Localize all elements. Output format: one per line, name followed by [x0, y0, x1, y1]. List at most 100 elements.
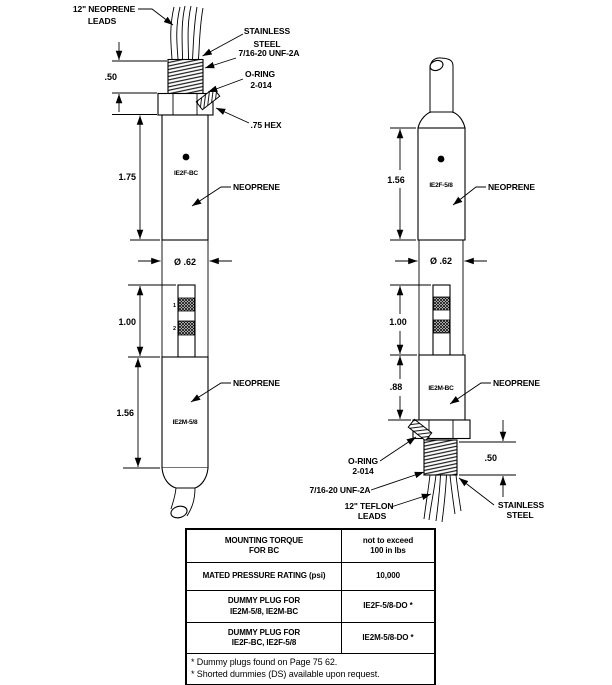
spec-label-line: MOUNTING TORQUE	[224, 535, 304, 545]
right-callout-thread-spec: 7/16-20 UNF-2A	[310, 471, 425, 495]
left-contact-pin: 1 2	[173, 284, 196, 358]
footnote-line: * Dummy plugs found on Page 75 62.	[191, 657, 338, 668]
left-lower-body	[161, 356, 209, 469]
table-row-mounting-torque: MOUNTING TORQUE FOR BC not to exceed 100…	[185, 528, 436, 563]
left-callout-thread-spec: 7/16-20 UNF-2A	[204, 48, 300, 69]
spec-value: IE2M-5/8-DO *	[341, 622, 436, 654]
left-leads-wires	[170, 5, 204, 60]
right-upper-body-dot	[437, 155, 445, 163]
spec-label-line: IE2F-BC, IE2F-5/8	[231, 638, 297, 647]
spec-table: MOUNTING TORQUE FOR BC not to exceed 100…	[185, 528, 436, 685]
spec-label-line: DUMMY PLUG FOR	[227, 596, 301, 606]
left-dim-diameter: Ø .62	[138, 257, 232, 267]
right-leads-wires	[423, 474, 462, 523]
left-callout-oring-line1: O-RING	[245, 69, 276, 79]
left-callout-oring-line2: 2-014	[250, 80, 272, 90]
right-contact-pin	[432, 284, 451, 356]
right-upper-part-label: IE2F-5/8	[429, 182, 453, 189]
right-top-cable	[417, 57, 466, 129]
spec-table-wrap: MOUNTING TORQUE FOR BC not to exceed 100…	[185, 528, 436, 685]
right-dim-upper-body: 1.56	[387, 127, 416, 241]
left-dim-upper-body: 1.75	[112, 114, 160, 241]
left-callout-hex: .75 HEX	[215, 107, 282, 130]
right-dim-thread-text: .50	[484, 453, 497, 463]
spec-footnotes: * Dummy plugs found on Page 75 62. * Sho…	[185, 653, 436, 685]
right-callout-neo-upper-text: NEOPRENE	[488, 182, 535, 192]
right-connector-figure: IE2F-5/8 IE2M-BC	[310, 57, 545, 523]
spec-value-line: 100 in lbs	[370, 546, 406, 555]
spec-label: MATED PRESSURE RATING (psi)	[185, 562, 342, 591]
left-thread-section	[167, 58, 204, 95]
left-connector-figure: IE2F-BC 1 2 IE2M-5/8 .50	[73, 4, 300, 519]
spec-value-line: 10,000	[376, 571, 400, 581]
left-dim-lower-text: 1.56	[116, 408, 134, 418]
footnote-line: * Shorted dummies (DS) available upon re…	[191, 669, 380, 679]
spec-value: not to exceed 100 in lbs	[341, 528, 436, 563]
right-callout-leads: 12" TEFLON LEADS	[345, 493, 432, 521]
left-upper-part-label: IE2F-BC	[174, 170, 198, 177]
left-callout-leads: 12" NEOPRENE LEADS	[73, 4, 174, 26]
spec-value-line: IE2F-5/8-DO *	[363, 601, 413, 611]
right-dim-pin-length: 1.00	[389, 284, 431, 356]
left-callout-leads-line2: LEADS	[88, 16, 117, 26]
right-dim-diameter-text: Ø .62	[430, 256, 452, 266]
right-lower-part-label: IE2M-BC	[428, 385, 454, 392]
spec-value: IE2F-5/8-DO *	[341, 590, 436, 623]
left-callout-ss-line2: STEEL	[254, 39, 281, 49]
left-upper-body-dot	[182, 153, 190, 161]
left-callout-neo-upper-text: NEOPRENE	[233, 182, 280, 192]
left-callout-oring: O-RING 2-014	[207, 69, 276, 93]
left-upper-body	[161, 114, 209, 241]
right-dim-lower-body: .88	[388, 356, 411, 421]
right-dim-upper-text: 1.56	[387, 175, 405, 185]
right-thread-section	[423, 439, 458, 476]
right-callout-oring-line2: 2-014	[352, 466, 374, 476]
left-callout-leads-line1: 12" NEOPRENE	[73, 4, 136, 14]
left-oring-seal	[195, 87, 221, 111]
table-row-footnotes: * Dummy plugs found on Page 75 62. * Sho…	[185, 653, 436, 685]
spec-value-line: IE2M-5/8-DO *	[362, 632, 414, 642]
right-callout-stainless-steel: STAINLESS STEEL	[458, 477, 545, 520]
left-dim-upper-text: 1.75	[118, 172, 136, 182]
right-callout-leads-line1: 12" TEFLON	[345, 501, 394, 511]
right-oring-seal	[407, 418, 433, 442]
left-bottom-cable	[161, 467, 209, 519]
left-callout-neoprene-lower: NEOPRENE	[190, 378, 280, 403]
left-dim-diameter-text: Ø .62	[174, 257, 196, 267]
left-callout-thread-text: 7/16-20 UNF-2A	[239, 48, 300, 58]
left-pin-band-1-label: 1	[173, 303, 176, 309]
left-lower-part-label: IE2M-5/8	[173, 419, 198, 426]
right-dim-pin-text: 1.00	[389, 317, 407, 327]
spec-label-line: MATED PRESSURE RATING (psi)	[202, 571, 326, 581]
left-dim-lower-body: 1.56	[116, 358, 160, 469]
left-dim-thread-length: .50	[104, 42, 167, 112]
left-callout-ss-line1: STAINLESS	[244, 26, 291, 36]
right-callout-ss-line2: STEEL	[507, 510, 534, 520]
spec-label-line: FOR BC	[248, 546, 280, 555]
spec-label: DUMMY PLUG FOR IE2M-5/8, IE2M-BC	[185, 590, 342, 623]
right-callout-neo-lower-text: NEOPRENE	[493, 378, 540, 388]
right-callout-ss-line1: STAINLESS	[498, 500, 545, 510]
right-callout-neoprene-lower: NEOPRENE	[449, 378, 540, 405]
right-callout-oring: O-RING 2-014	[348, 436, 417, 476]
left-callout-neo-lower-text: NEOPRENE	[233, 378, 280, 388]
table-row-pressure-rating: MATED PRESSURE RATING (psi) 10,000	[185, 562, 436, 591]
table-row-dummy-plug-female: DUMMY PLUG FOR IE2F-BC, IE2F-5/8 IE2M-5/…	[185, 622, 436, 654]
left-callout-hex-text: .75 HEX	[251, 120, 282, 130]
spec-value: 10,000	[341, 562, 436, 591]
spec-value-line: not to exceed	[362, 535, 414, 545]
right-dim-diameter: Ø .62	[395, 256, 487, 266]
spec-label-line: DUMMY PLUG FOR	[227, 627, 301, 637]
left-pin-band-2-label: 2	[173, 326, 176, 332]
left-dim-thread-text: .50	[104, 72, 117, 82]
right-callout-oring-line1: O-RING	[348, 456, 379, 466]
left-dim-pin-text: 1.00	[118, 317, 136, 327]
right-upper-body	[417, 127, 466, 241]
left-dim-pin-length: 1.00	[118, 284, 176, 358]
right-callout-leads-line2: LEADS	[358, 511, 387, 521]
left-callout-neoprene-upper: NEOPRENE	[191, 182, 280, 207]
spec-label-line: IE2M-5/8, IE2M-BC	[229, 606, 299, 616]
right-dim-thread-length: .50	[459, 420, 516, 497]
